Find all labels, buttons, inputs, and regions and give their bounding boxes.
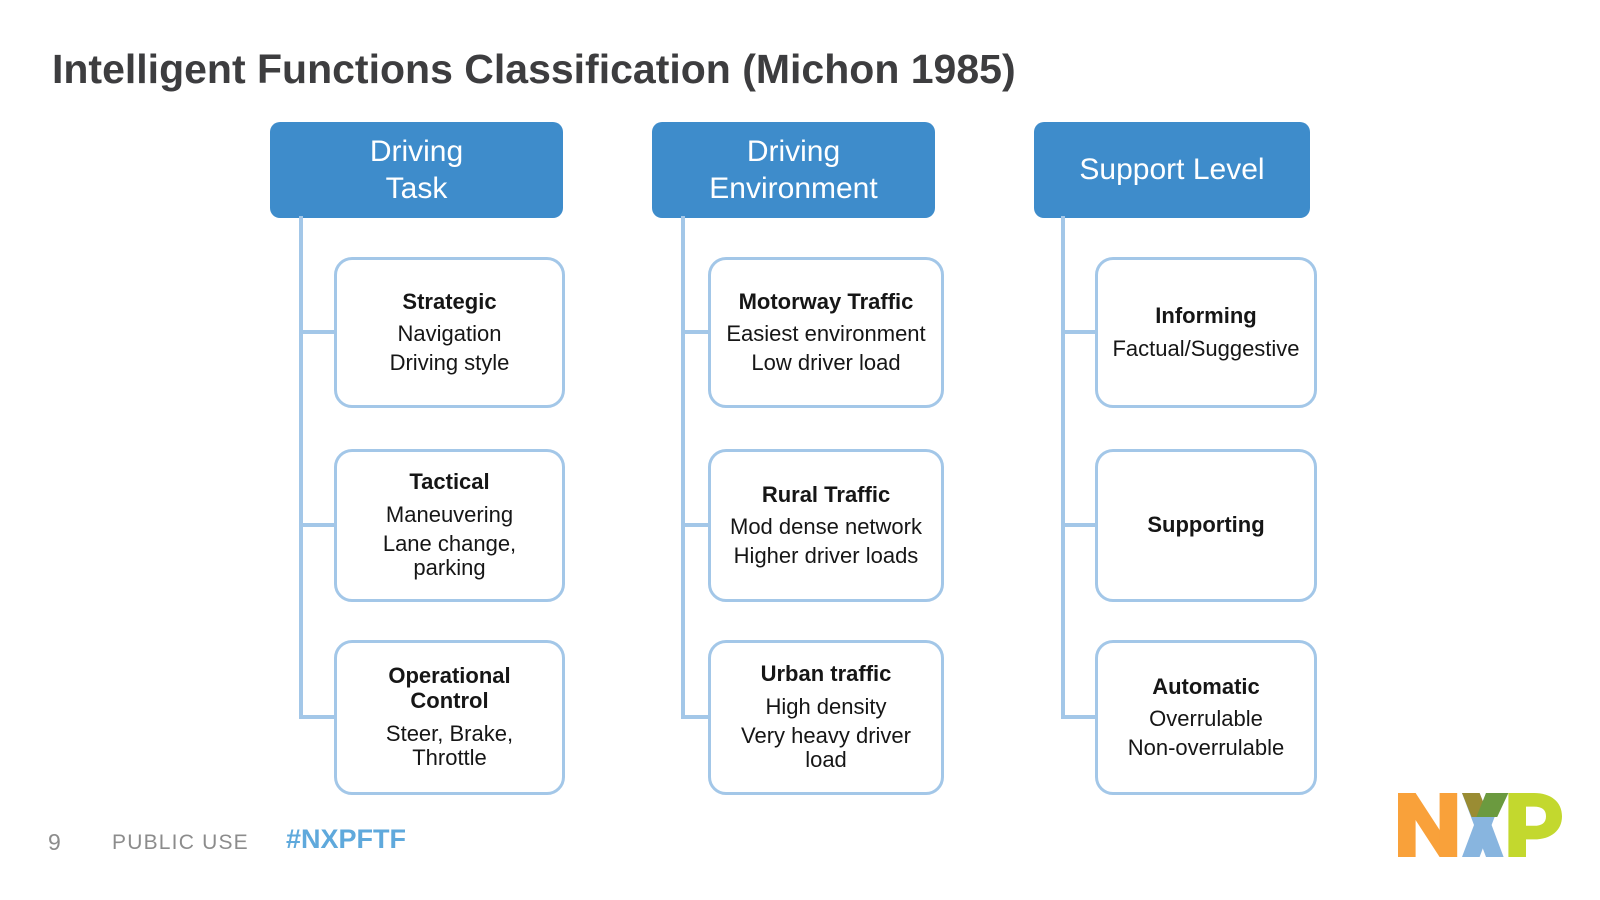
node-heading: Operational Control: [388, 663, 511, 713]
connector-stub: [681, 715, 711, 719]
text-line: Low driver load: [751, 349, 901, 375]
nxp-logo-letter-x: [1462, 793, 1509, 857]
text-line: Higher driver loads: [733, 542, 919, 568]
connector-trunk: [1061, 216, 1065, 719]
text-line: Very heavy driver load: [741, 722, 911, 773]
node-body: Factual/Suggestive: [1106, 333, 1306, 366]
text-line: Steer, Brake, Throttle: [385, 720, 514, 771]
text-line: Easiest environment: [726, 321, 926, 347]
node-box-operational-control: Operational Control Steer, Brake, Thrott…: [334, 640, 565, 795]
text-line: Driving: [369, 134, 464, 168]
connector-stub: [681, 330, 711, 334]
text-line: Factual/Suggestive: [1112, 335, 1300, 361]
text-line: Mod dense network: [730, 514, 922, 540]
text-line: Navigation: [397, 321, 502, 347]
slide-title: Intelligent Functions Classification (Mi…: [52, 46, 1016, 92]
connector-trunk: [681, 216, 685, 719]
text-line: Driving: [746, 134, 841, 168]
text-line: Support Level: [1079, 153, 1265, 187]
hashtag-label: #NXPFTF: [286, 824, 407, 854]
classification-label: PUBLIC USE: [112, 831, 249, 854]
node-box-informing: Informing Factual/Suggestive: [1095, 257, 1317, 408]
node-heading: Informing: [1155, 302, 1257, 328]
text-line: Driving style: [389, 349, 510, 375]
text-line: High density: [765, 693, 887, 719]
node-heading: Strategic: [402, 288, 497, 314]
node-body: Steer, Brake, Throttle: [351, 718, 548, 775]
nxp-logo-letter-p: [1508, 793, 1562, 857]
connector-trunk: [299, 216, 303, 719]
connector-stub: [1061, 715, 1098, 719]
nxp-logo: [1398, 793, 1562, 857]
text-line: Lane change, parking: [382, 530, 517, 581]
text-line: Environment: [709, 172, 878, 205]
text-line: Non-overrulable: [1127, 734, 1285, 760]
node-heading: Motorway Traffic: [738, 288, 914, 314]
text-line: Task: [385, 172, 448, 205]
connector-stub: [681, 523, 711, 527]
connector-stub: [299, 330, 337, 334]
node-heading: Rural Traffic: [761, 481, 891, 507]
node-heading: Supporting: [1147, 512, 1265, 538]
column-header-support-level: Support Level: [1034, 122, 1310, 218]
node-heading: Tactical: [409, 469, 490, 495]
node-heading: Automatic: [1152, 673, 1260, 699]
node-heading: Urban traffic: [760, 661, 892, 687]
nxp-logo-letter-n: [1398, 793, 1458, 857]
node-box-supporting: Supporting: [1095, 449, 1317, 602]
connector-stub: [1061, 330, 1098, 334]
text-line: Maneuvering: [385, 501, 514, 527]
connector-stub: [299, 523, 337, 527]
connector-stub: [299, 715, 337, 719]
page-number: 9: [48, 829, 61, 855]
connector-stub: [1061, 523, 1098, 527]
text-line: Overrulable: [1149, 706, 1263, 732]
